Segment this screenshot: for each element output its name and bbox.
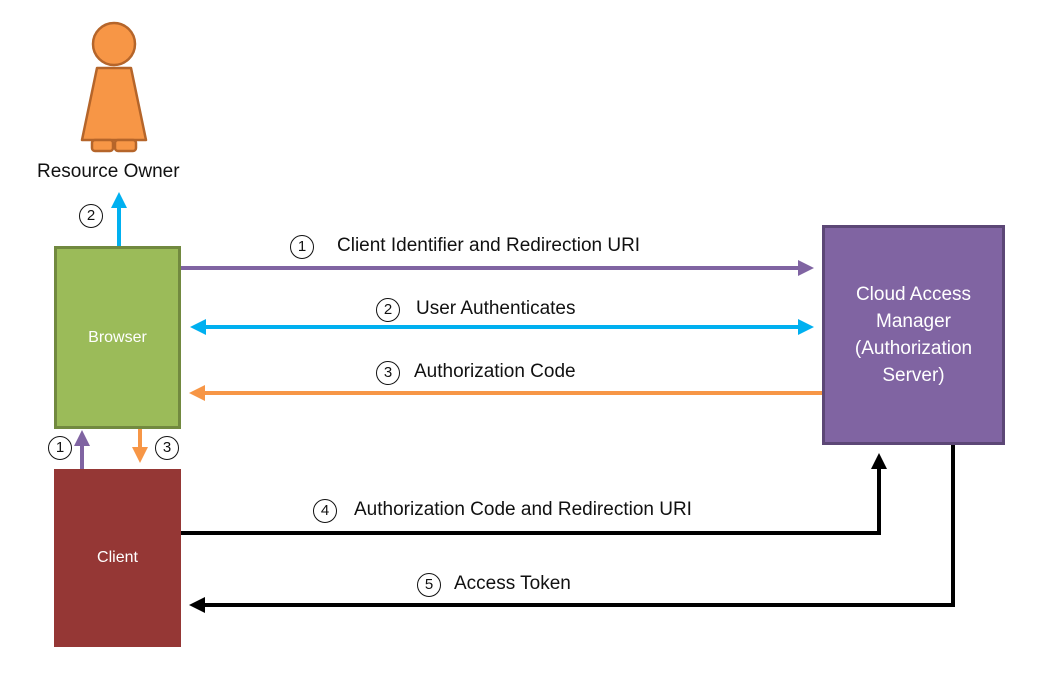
step-number-5: 5 [417,573,441,597]
resource-owner-person-icon [80,21,148,153]
arrow-step-4 [181,453,887,535]
flow-label-2: User Authenticates [416,298,576,319]
cloud-access-manager-label: Cloud Access Manager (Authorization Serv… [854,284,973,386]
browser-node: Browser [54,246,181,429]
step-number-browser-to-owner: 2 [79,204,103,228]
flow-label-5: Access Token [454,573,571,594]
step-number-browser-to-client: 3 [155,436,179,460]
cloud-access-manager-node: Cloud Access Manager (Authorization Serv… [822,225,1005,445]
resource-owner-label: Resource Owner [37,161,180,182]
client-node: Client [54,469,181,647]
flow-label-4: Authorization Code and Redirection URI [354,499,692,520]
flow-label-3: Authorization Code [414,361,576,382]
client-label: Client [97,549,138,566]
step-number-3: 3 [376,361,400,385]
step-number-4: 4 [313,499,337,523]
step-number-client-to-browser: 1 [48,436,72,460]
step-number-1: 1 [290,235,314,259]
flow-label-1: Client Identifier and Redirection URI [337,235,641,256]
step-number-2: 2 [376,298,400,322]
arrow-step-5 [189,445,955,613]
browser-label: Browser [88,328,147,346]
